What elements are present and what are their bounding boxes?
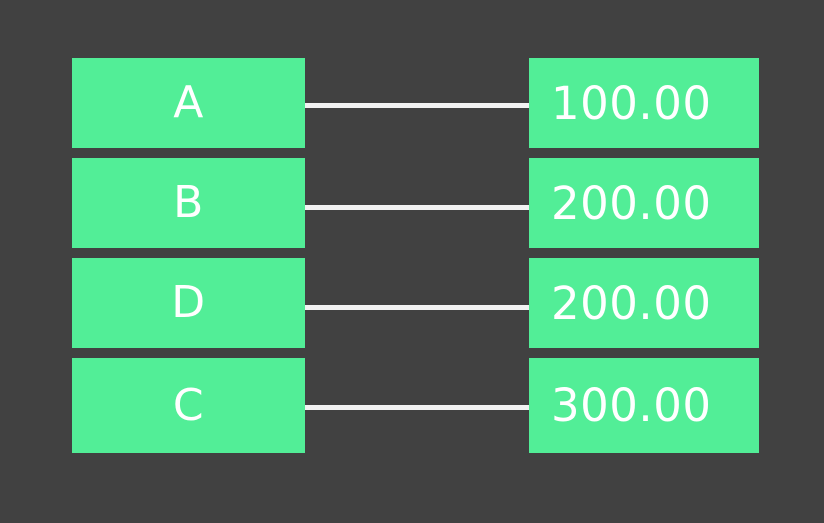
- sankey-node-v1[interactable]: 100.00: [529, 58, 759, 148]
- sankey-node-v3[interactable]: 200.00: [529, 258, 759, 348]
- node-label: 200.00: [551, 276, 712, 330]
- sankey-node-d[interactable]: D: [72, 258, 305, 348]
- sankey-node-c[interactable]: C: [72, 358, 305, 453]
- sankey-link[interactable]: [305, 205, 529, 210]
- node-label: C: [172, 379, 205, 431]
- sankey-node-v4[interactable]: 300.00: [529, 358, 759, 453]
- node-label: 200.00: [551, 176, 712, 230]
- sankey-node-a[interactable]: A: [72, 58, 305, 148]
- sankey-node-b[interactable]: B: [72, 158, 305, 248]
- node-label: B: [173, 177, 204, 228]
- sankey-node-v2[interactable]: 200.00: [529, 158, 759, 248]
- sankey-link[interactable]: [305, 405, 529, 410]
- sankey-link[interactable]: [305, 305, 529, 310]
- node-label: 300.00: [551, 379, 712, 432]
- node-label: A: [173, 77, 204, 128]
- sankey-link[interactable]: [305, 103, 529, 108]
- node-label: 100.00: [551, 76, 712, 130]
- node-label: D: [171, 277, 206, 328]
